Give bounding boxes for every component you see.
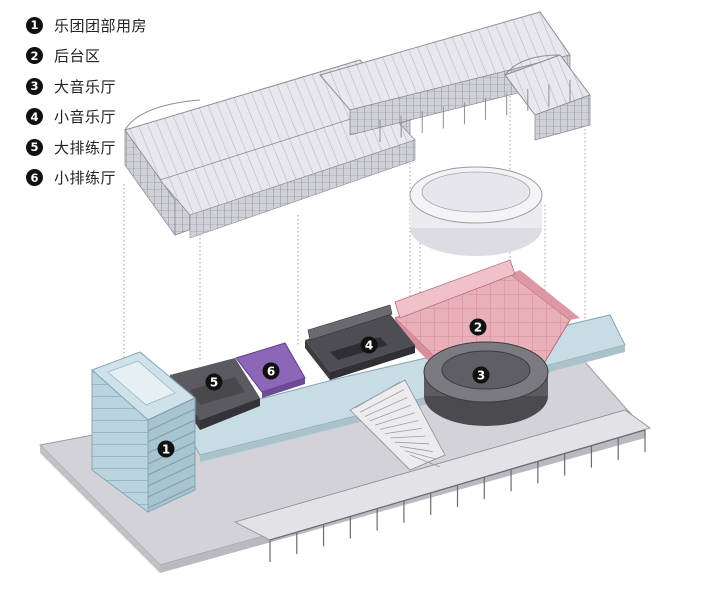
line-detail [369, 404, 412, 422]
grand-staircase [349, 379, 446, 471]
legend-item: 5 大排练厅 [26, 136, 226, 158]
vaulted-roof-structure [124, 11, 591, 239]
office-tower-volume [91, 351, 196, 513]
line-detail [399, 446, 433, 452]
legend-item: 6 小排练厅 [26, 167, 226, 189]
legend-number: 4 [26, 108, 43, 126]
line-detail [354, 381, 401, 409]
legend-item: 3 大音乐厅 [26, 75, 226, 97]
legend-label: 小音乐厅 [54, 108, 117, 127]
svg-text:1: 1 [162, 443, 170, 457]
legend-item: 1 乐团团部用房 [26, 14, 226, 36]
line-detail [147, 408, 196, 432]
line-detail [269, 429, 646, 541]
pier-deck [233, 409, 651, 562]
line-detail [147, 397, 196, 421]
line-detail [389, 435, 426, 439]
line-detail [147, 485, 196, 509]
legend-label: 小排练厅 [54, 169, 117, 188]
legend-number: 1 [26, 16, 43, 34]
line-detail [147, 463, 196, 487]
marker-office: 1 [157, 440, 175, 458]
line-detail [364, 397, 408, 417]
svg-text:2: 2 [474, 321, 482, 335]
line-detail [374, 412, 415, 426]
legend-label: 大排练厅 [54, 138, 117, 157]
legend-item: 4 小音乐厅 [26, 106, 226, 128]
legend-label: 大音乐厅 [54, 77, 117, 96]
line-detail [147, 430, 196, 454]
legend-number: 6 [26, 169, 43, 187]
legend-label: 后台区 [54, 47, 101, 66]
marker-small-rehearsal: 6 [262, 362, 280, 380]
marker-backstage: 2 [469, 318, 487, 336]
line-detail [379, 420, 419, 430]
big-hall-volume [423, 341, 549, 426]
line-detail [394, 441, 430, 445]
line-detail [147, 419, 196, 443]
line-detail [147, 452, 196, 476]
line-detail [404, 450, 437, 460]
line-detail [147, 474, 196, 498]
svg-text:4: 4 [365, 339, 373, 353]
legend-number: 2 [26, 47, 43, 65]
marker-big-rehearsal: 5 [205, 373, 223, 391]
line-detail [384, 427, 422, 435]
legend-label: 乐团团部用房 [54, 16, 148, 35]
marker-small-hall: 4 [360, 336, 378, 354]
line-detail [409, 454, 441, 468]
hall-roof-drum [409, 166, 543, 256]
legend: 1 乐团团部用房 2 后台区 3 大音乐厅 4 小音乐厅 5 大排练厅 6 小排… [26, 14, 226, 198]
line-detail [359, 389, 404, 413]
svg-text:5: 5 [210, 376, 218, 390]
svg-text:6: 6 [267, 365, 275, 379]
marker-big-hall: 3 [472, 366, 490, 384]
legend-number: 3 [26, 77, 43, 95]
legend-number: 5 [26, 138, 43, 156]
legend-item: 2 后台区 [26, 45, 226, 67]
svg-text:3: 3 [477, 369, 485, 383]
